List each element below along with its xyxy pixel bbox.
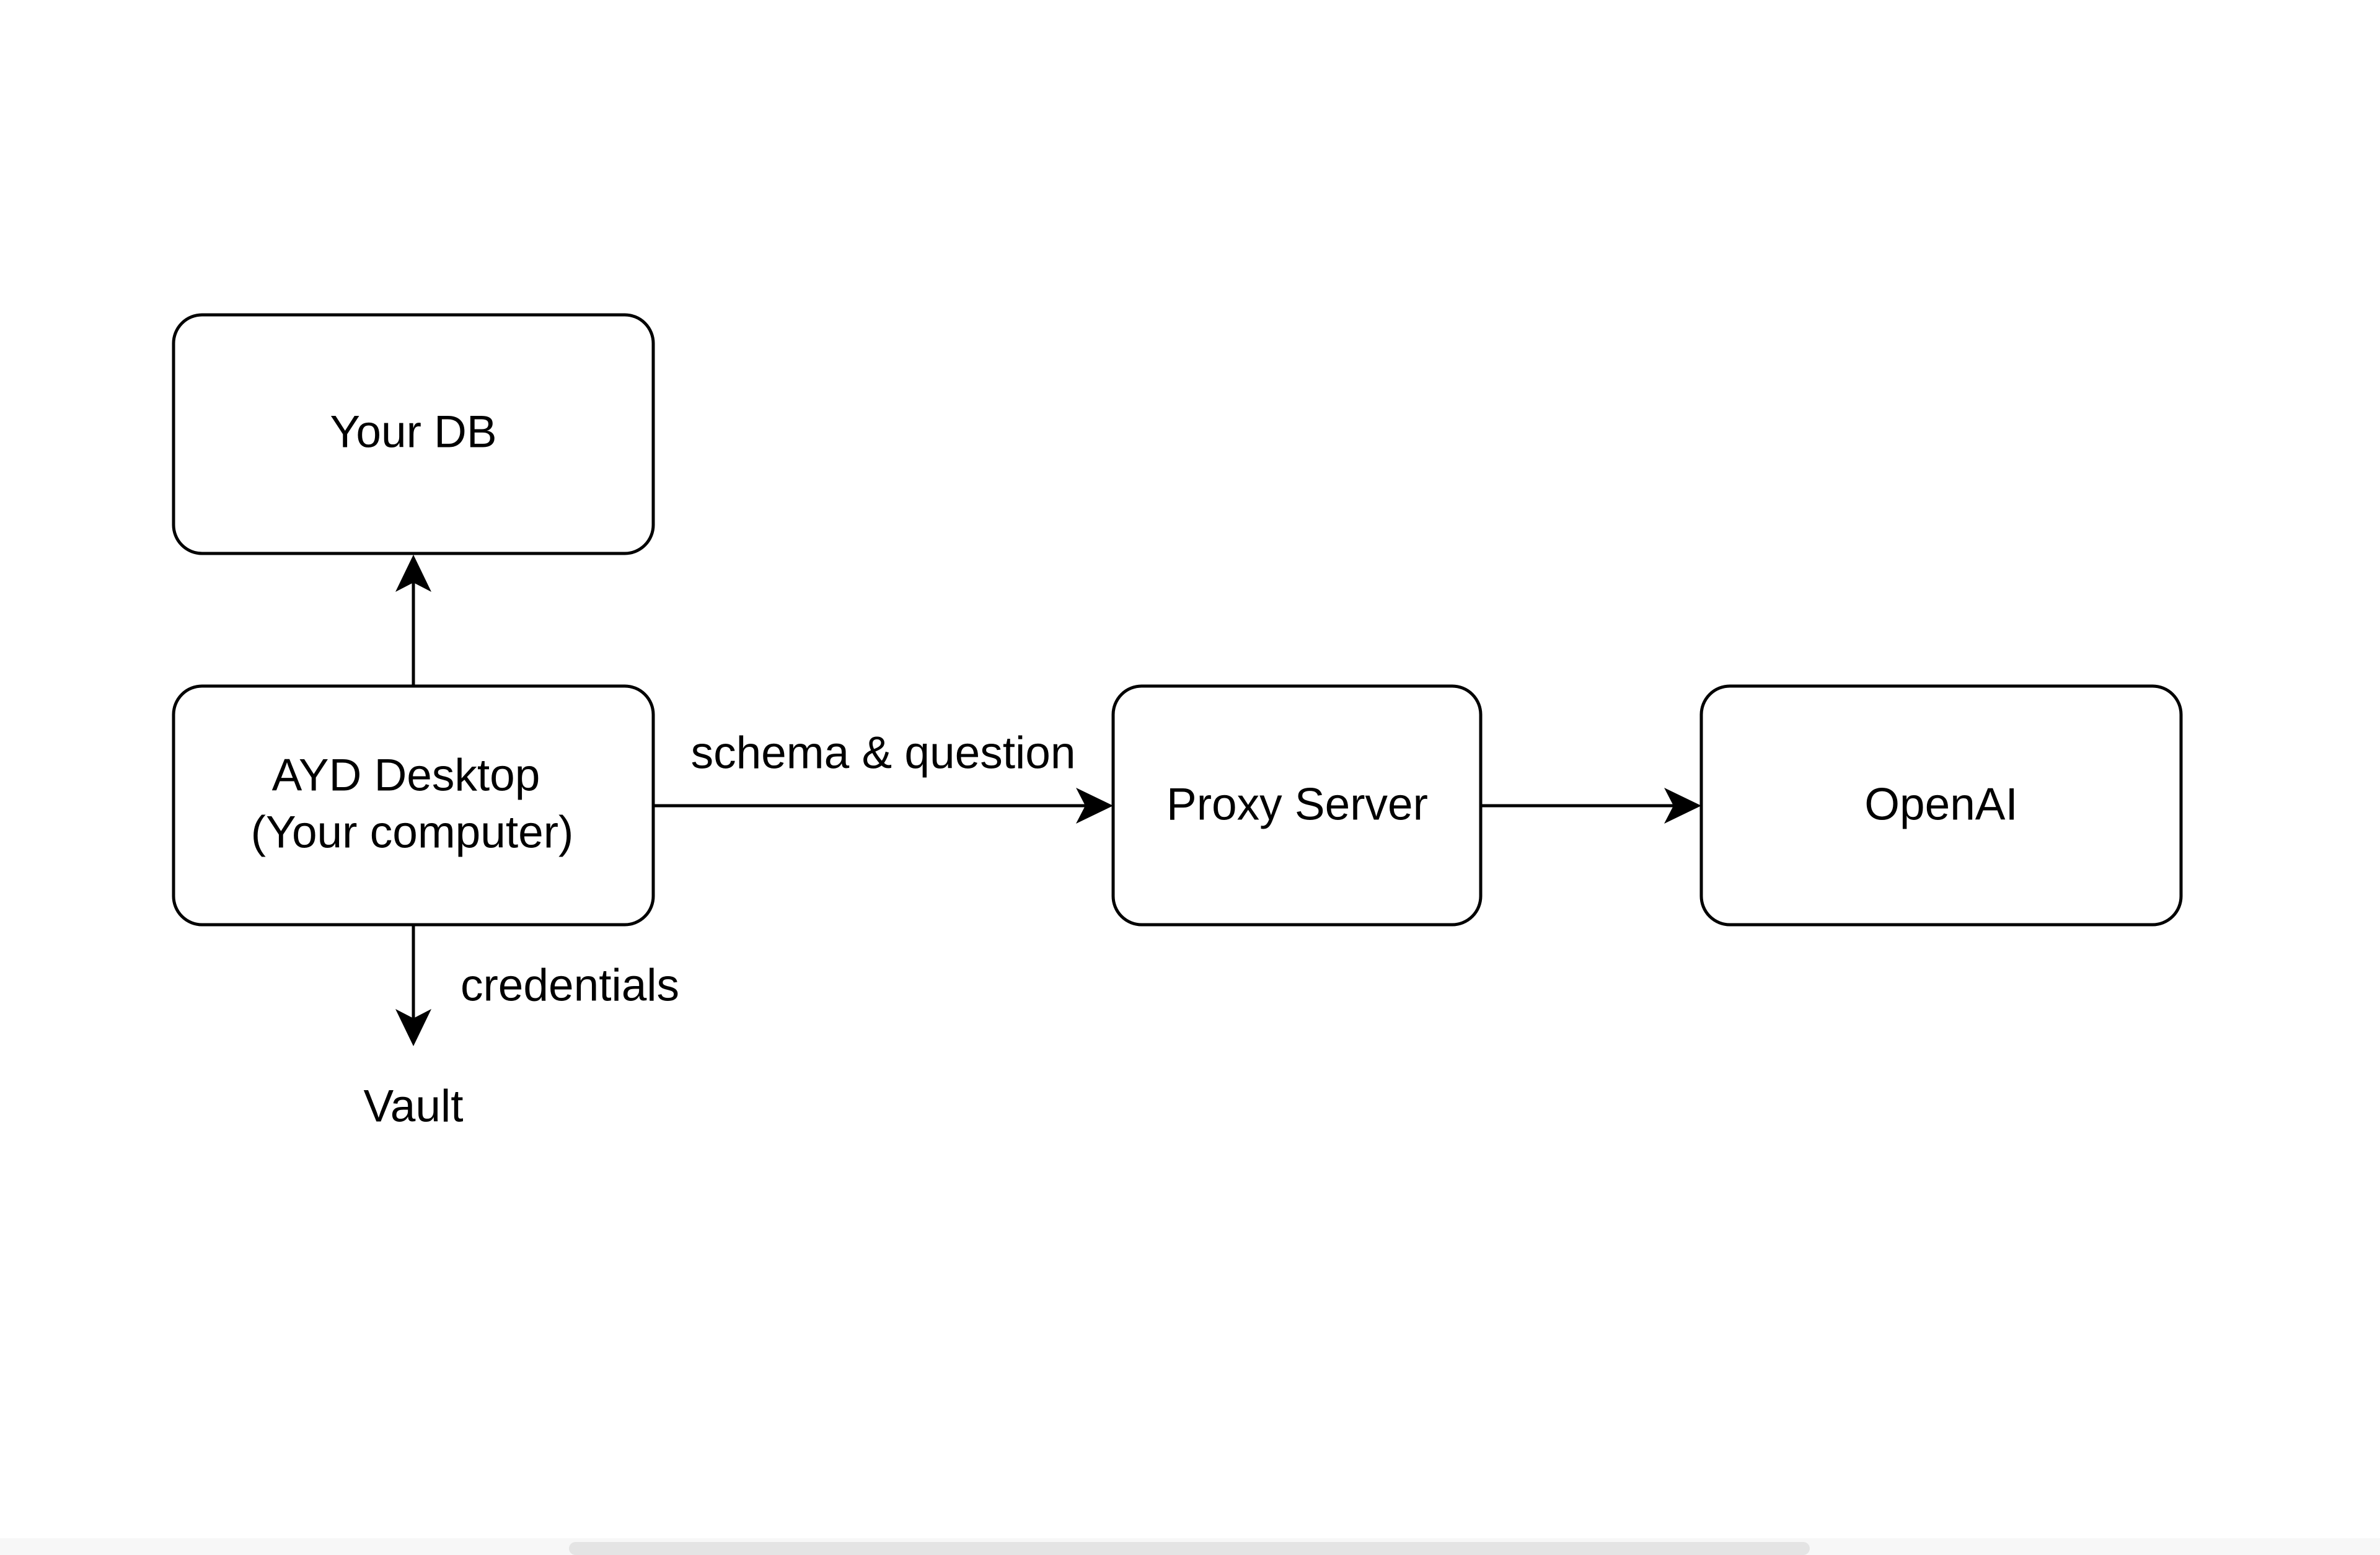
ayd-desktop-label-line2: (Your computer)	[251, 807, 574, 857]
arrow-right-icon	[1664, 788, 1701, 824]
ayd-desktop-label-line1: AYD Desktop	[272, 750, 540, 800]
node-ayd-desktop: AYD Desktop (Your computer)	[172, 684, 655, 927]
openai-box	[1699, 684, 2183, 927]
vault-label: Vault	[364, 1081, 464, 1131]
edge-desktop-to-db	[395, 555, 431, 686]
your-db-label: Your DB	[330, 407, 496, 457]
arrow-right-icon	[1076, 788, 1113, 824]
node-openai: OpenAI	[1699, 684, 2183, 927]
edge-desktop-to-proxy: schema & question	[653, 728, 1113, 824]
proxy-server-label: Proxy Server	[1166, 779, 1428, 829]
arrow-up-icon	[395, 555, 431, 592]
ayd-desktop-box	[172, 684, 655, 927]
arrow-down-icon	[395, 1009, 431, 1046]
schema-question-label: schema & question	[691, 728, 1076, 778]
scrollbar-thumb[interactable]	[569, 1542, 1810, 1555]
credentials-label: credentials	[461, 960, 679, 1010]
node-your-db: Your DB	[172, 313, 655, 555]
edge-proxy-to-openai	[1481, 788, 1701, 824]
your-db-box	[172, 313, 655, 555]
edge-desktop-to-vault: credentials	[395, 925, 679, 1046]
node-proxy-server: Proxy Server	[1111, 684, 1483, 927]
openai-label: OpenAI	[1864, 779, 2018, 829]
